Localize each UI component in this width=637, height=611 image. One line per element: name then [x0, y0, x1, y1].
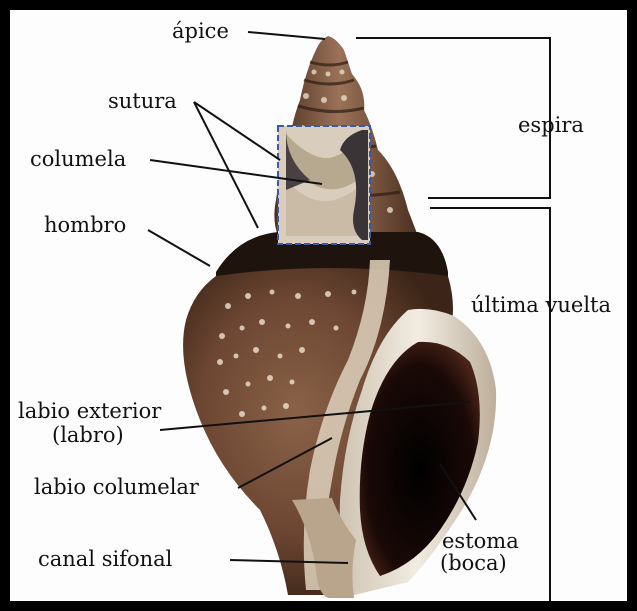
suture-leader-2 [194, 102, 258, 228]
label-apex: ápice [172, 19, 229, 43]
label-siphonal-canal: canal sifonal [38, 547, 173, 571]
label-body-whorl: última vuelta [471, 293, 611, 317]
label-columellar-lip: labio columelar [34, 475, 200, 499]
label-columella: columela [30, 147, 126, 171]
label-outer-lip: labio exterior [18, 399, 162, 423]
label-outer-lip-alt: (labro) [52, 423, 124, 447]
apex-leader [248, 32, 325, 39]
suture-leader-1 [194, 102, 280, 160]
label-aperture-alt: (boca) [440, 551, 507, 575]
diagram-frame: ápice sutura espira columela hombro últi… [10, 10, 627, 601]
inset-cutaway [278, 126, 370, 244]
label-suture: sutura [108, 89, 177, 113]
shell-diagram: ápice sutura espira columela hombro últi… [10, 10, 627, 601]
label-shoulder: hombro [44, 213, 126, 237]
label-aperture: estoma [442, 529, 519, 553]
label-spire: espira [518, 113, 584, 137]
shell-illustration [183, 36, 496, 598]
shoulder-leader [148, 230, 210, 266]
